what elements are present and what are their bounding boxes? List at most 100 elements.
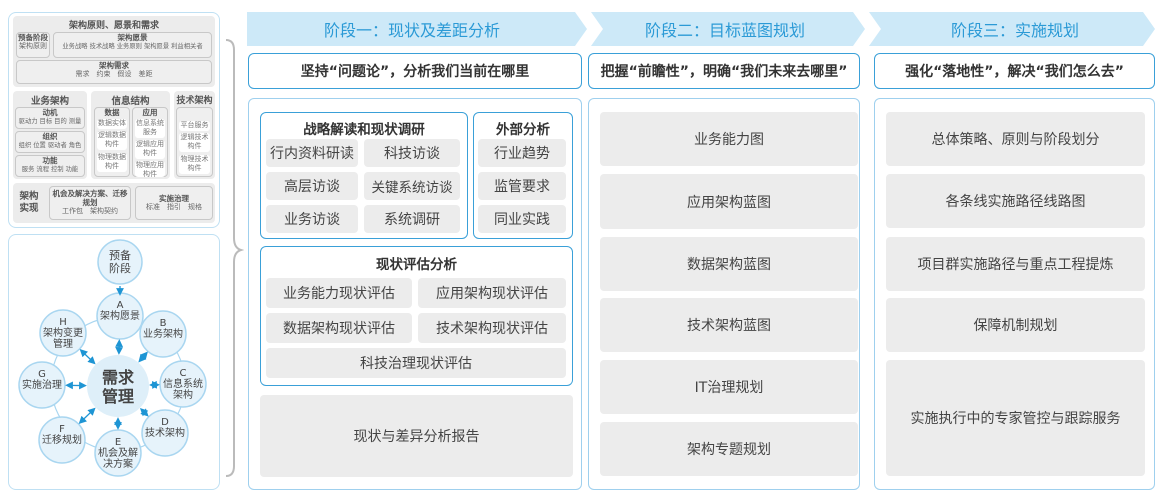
phase-letter: B	[159, 318, 167, 329]
organization-box: 组织组织 位置 驱动者 角色	[15, 131, 85, 153]
principles-title: 架构原则、愿景和需求	[68, 21, 159, 31]
phase-letter: E	[114, 437, 122, 448]
bracket	[225, 39, 244, 477]
stage3-title: 阶段三：实施规划	[950, 21, 1079, 40]
arrow	[79, 349, 96, 365]
phase-node-circle	[39, 309, 87, 357]
business-title: 业务架构	[30, 96, 69, 107]
phase-letter: F	[59, 424, 65, 435]
implementation-item: 实施执行中的专家管控与跟踪服务	[886, 360, 1145, 476]
assessment-title: 现状评估分析	[376, 257, 457, 273]
togaf-content-framework: 架构原则、愿景和需求 预备阶段架构原则 架构愿景业务战略 技术战略 业务原则 架…	[8, 12, 220, 228]
requirements-management-label: 需求管理	[101, 368, 134, 406]
strategy-item: 科技访谈	[364, 139, 460, 167]
implementation-title: 架构实现	[19, 191, 39, 214]
tech-title: 技术架构	[176, 96, 213, 106]
strategy-item: 系统调研	[364, 205, 460, 233]
blueprint-item: 数据架构蓝图	[600, 237, 858, 291]
phase-letter: D	[161, 417, 169, 428]
implementation-item: 总体策略、原则与阶段划分	[886, 112, 1145, 166]
prep-box: 预备阶段架构原则	[16, 32, 50, 58]
phase-node-circle	[94, 429, 142, 477]
assessment-item: 数据架构现状评估	[266, 313, 412, 343]
strategy-item: 高层访谈	[266, 172, 358, 200]
opportunity-box: 机会及解决方案、迁移规划工作包 架构契约	[49, 186, 131, 220]
data-entity: 数据实体	[97, 119, 127, 129]
assessment-item: 技术架构现状评估	[418, 313, 566, 343]
logical-data: 逻辑数据构件	[97, 131, 127, 150]
external-title: 外部分析	[496, 122, 550, 138]
motivation-box: 动机驱动力 目标 目的 测量	[15, 107, 85, 129]
phase-label: 架构愿景	[100, 311, 140, 322]
arrow	[138, 351, 148, 363]
implementation-item: 保障机制规划	[886, 298, 1145, 352]
phase-letter: H	[59, 317, 67, 328]
external-item: 同业实践	[478, 205, 566, 233]
platform-service: 平台服务	[179, 121, 210, 131]
stage2-title: 阶段二：目标蓝图规划	[644, 21, 805, 40]
blueprint-item: 业务能力图	[600, 112, 858, 166]
stage1-title: 阶段一：现状及差距分析	[323, 21, 500, 40]
phase-label: 业务架构	[143, 329, 183, 340]
phase-node-circle	[139, 310, 187, 358]
prep-node-circle	[97, 239, 143, 285]
strategy-item: 关键系统访谈	[364, 172, 460, 200]
stage3-subtitle: 强化“落地性”，解决“我们怎么去”	[874, 53, 1155, 89]
vision-box: 架构愿景业务战略 技术战略 业务原则 架构愿景 利益相关者	[53, 32, 212, 58]
is-service: 信息系统服务	[135, 119, 165, 138]
center-circle	[87, 355, 149, 417]
logical-app: 逻辑应用构件	[135, 140, 165, 159]
info-title: 信息结构	[111, 96, 150, 107]
blueprint-item: IT治理规划	[600, 360, 858, 414]
blueprint-item: 应用架构蓝图	[600, 174, 858, 229]
implementation-item: 各条线实施路径线路图	[886, 174, 1145, 228]
assessment-item: 科技治理现状评估	[266, 348, 566, 378]
implementation-item: 项目群实施路径与重点工程提炼	[886, 237, 1145, 291]
strategy-item: 行内资料研读	[266, 139, 358, 167]
gap-analysis-report: 现状与差异分析报告	[260, 395, 573, 477]
phase-letter: C	[179, 368, 187, 379]
phase-label: 架构变更管理	[43, 328, 83, 350]
strategy-title: 战略解读和现状调研	[303, 122, 425, 138]
stage1-banner-shape	[247, 12, 587, 46]
prep-node-label: 预备阶段	[109, 249, 131, 275]
arrow	[139, 407, 149, 417]
blueprint-item: 技术架构蓝图	[600, 298, 858, 352]
governance-box: 实施治理标准 指引 规格	[135, 186, 213, 220]
phase-label: 迁移规划	[42, 435, 82, 446]
phase-letter: A	[116, 300, 124, 311]
function-box: 功能服务 流程 控制 功能	[15, 155, 85, 177]
phase-node-circle	[18, 361, 66, 409]
stage2-banner-shape	[591, 12, 865, 46]
stage-banners	[247, 12, 1155, 46]
external-item: 行业趋势	[478, 139, 566, 167]
phase-node-circle	[38, 416, 86, 464]
external-item: 监管要求	[478, 172, 566, 200]
assessment-item: 应用架构现状评估	[418, 278, 566, 308]
phase-node-circle	[159, 360, 207, 408]
stage3-banner-shape	[869, 12, 1155, 46]
requirements-box: 架构需求需求 约束 假设 差距	[16, 60, 212, 84]
stage2-subtitle: 把握“前瞻性”，明确“我们未来去哪里”	[588, 53, 860, 89]
blueprint-item: 架构专题规划	[600, 422, 858, 476]
phase-label: 信息系统架构	[163, 379, 203, 401]
phase-node-circle	[141, 409, 189, 457]
physical-app: 物理应用构件	[135, 161, 165, 178]
logical-tech: 逻辑技术构件	[179, 133, 210, 152]
stage1-subtitle: 坚持“问题论”，分析我们当前在哪里	[248, 53, 582, 89]
phase-letter: G	[38, 369, 46, 380]
assessment-item: 业务能力现状评估	[266, 278, 412, 308]
phase-label: 机会及解决方案	[98, 448, 138, 470]
phase-label: 技术架构	[145, 428, 185, 439]
adm-cycle-diagram	[18, 239, 207, 477]
arrow	[78, 407, 96, 424]
physical-tech: 物理技术构件	[179, 155, 210, 174]
strategy-item: 业务访谈	[266, 205, 358, 233]
